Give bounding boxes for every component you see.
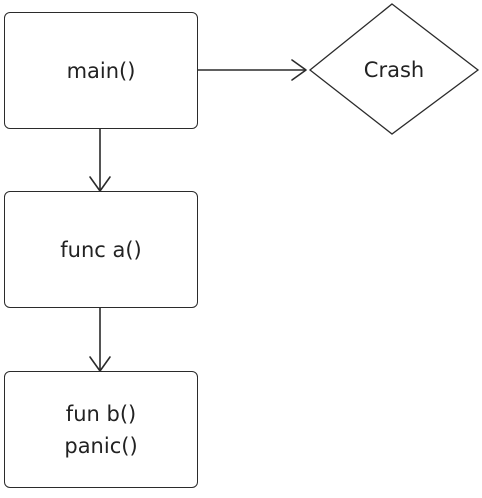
node-func-a: func a() — [4, 191, 198, 308]
node-fun-b: fun b() panic() — [4, 371, 198, 488]
node-fun-b-line1: fun b() — [65, 401, 137, 426]
node-fun-b-line2: panic() — [64, 433, 138, 458]
edge-main-to-crash-arrowhead — [291, 59, 307, 81]
node-main-label: main() — [66, 58, 136, 83]
node-crash-label: Crash — [363, 58, 425, 82]
node-func-a-label: func a() — [60, 237, 142, 262]
crash-diamond-shape — [308, 3, 480, 135]
node-main: main() — [4, 12, 198, 129]
